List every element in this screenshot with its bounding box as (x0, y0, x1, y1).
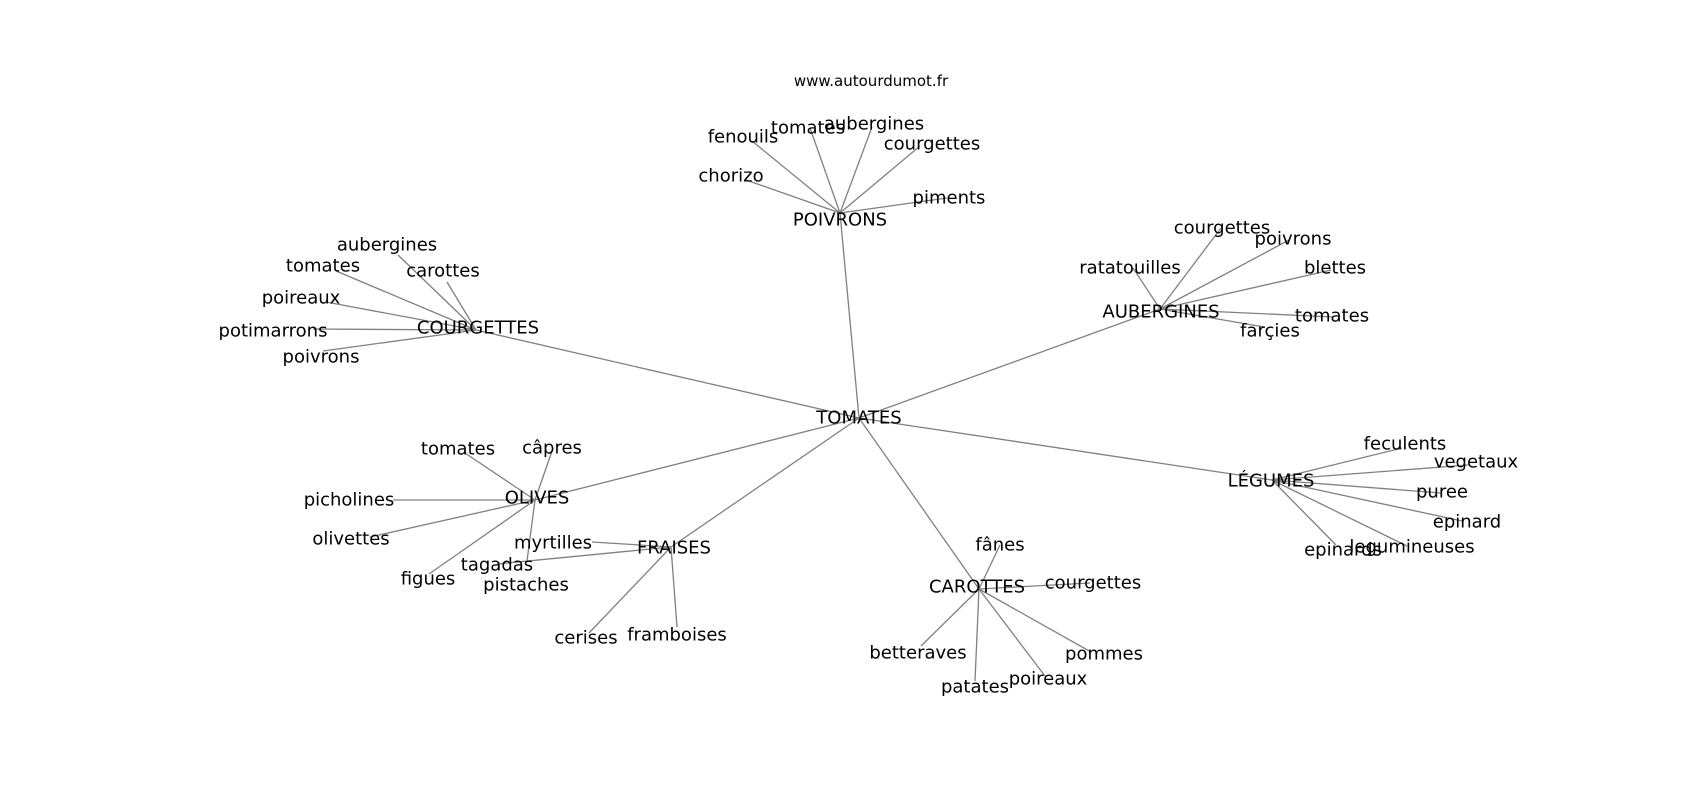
edge-courgettes-word (312, 328, 477, 331)
leaf-word-aubergines: ratatouilles (1079, 258, 1180, 279)
leaf-word-legumes: epinards (1304, 540, 1382, 561)
edge-root-aubergines (858, 308, 1161, 419)
leaf-word-poivrons: chorizo (698, 166, 763, 187)
leaf-word-courgettes: tomates (286, 256, 360, 277)
leaf-word-olives: tomates (421, 439, 495, 460)
edge-fraises-word (591, 541, 672, 548)
leaf-word-aubergines: courgettes (1174, 218, 1270, 239)
edge-legumes-word (1271, 479, 1408, 547)
leaf-word-legumes: puree (1416, 482, 1468, 503)
edge-poivrons-word (839, 145, 921, 214)
hub-node-courgettes: COURGETTES (417, 318, 539, 339)
leaf-word-legumes: legumineuses (1349, 537, 1474, 558)
edge-fraises-word (670, 546, 678, 628)
edge-olives-word (428, 499, 536, 575)
edge-fraises-word (496, 546, 672, 565)
leaf-word-carottes: betteraves (869, 643, 966, 664)
leaf-word-carottes: courgettes (1045, 573, 1141, 594)
edge-carottes-word (920, 588, 980, 647)
edge-root-poivrons (839, 212, 860, 419)
edge-root-legumes (858, 417, 1273, 481)
leaf-word-legumes: epinard (1433, 512, 1501, 533)
edge-courgettes-word (325, 301, 477, 331)
leaf-word-carottes: pommes (1065, 644, 1143, 665)
edge-legumes-word (1271, 447, 1403, 481)
leaf-word-poivrons: piments (913, 188, 986, 209)
hub-node-olives: OLIVES (505, 488, 570, 509)
leaf-word-legumes: vegetaux (1434, 452, 1519, 473)
edge-courgettes-word (397, 254, 477, 331)
hub-node-fraises: FRAISES (637, 538, 711, 559)
edge-root-fraises (670, 417, 860, 548)
leaf-word-courgettes: poireaux (262, 288, 341, 309)
edge-olives-word (534, 450, 553, 501)
edge-carottes-word (978, 588, 1046, 677)
leaf-word-olives: figues (401, 569, 456, 590)
leaf-word-aubergines: poivrons (1255, 229, 1332, 250)
edge-root-carottes (858, 417, 980, 590)
leaf-word-aubergines: farçies (1240, 321, 1300, 342)
leaf-word-carottes: fânes (975, 535, 1024, 556)
edge-courgettes-word (322, 329, 477, 352)
hub-node-aubergines: AUBERGINES (1102, 302, 1219, 323)
edge-poivrons-word (839, 126, 873, 214)
leaf-word-olives: pistaches (483, 575, 569, 596)
leaf-word-aubergines: blettes (1304, 258, 1366, 279)
leaf-word-olives: câpres (522, 438, 582, 459)
labels-layer: TOMATESPOIVRONSchorizofenouilstomatesaub… (219, 114, 1519, 698)
leaf-word-fraises: myrtilles (514, 533, 592, 554)
edge-carottes-word (978, 582, 1091, 590)
edge-legumes-word (1271, 479, 1463, 522)
leaf-word-courgettes: poivrons (283, 347, 360, 368)
edge-legumes-word (1271, 479, 1442, 494)
hub-node-legumes: LÉGUMES (1228, 470, 1315, 492)
leaf-word-fraises: cerises (554, 628, 617, 649)
edge-root-courgettes (475, 329, 860, 419)
leaf-word-olives: picholines (304, 490, 395, 511)
edge-poivrons-word (839, 197, 948, 214)
source-watermark: www.autourdumot.fr (793, 72, 949, 90)
edge-legumes-word (1271, 479, 1337, 546)
edge-aubergines-word (1132, 267, 1161, 310)
edge-carottes-word (978, 588, 1092, 653)
edges-layer (312, 126, 1469, 682)
root-node-label: TOMATES (815, 408, 901, 429)
leaf-word-poivrons: aubergines (824, 114, 924, 135)
edge-aubergines-word (1159, 239, 1290, 310)
edge-courgettes-word (446, 281, 477, 331)
hub-node-poivrons: POIVRONS (793, 210, 887, 231)
leaf-word-poivrons: fenouils (708, 127, 779, 148)
edge-olives-word (369, 499, 536, 538)
leaf-word-fraises: tagadas (461, 555, 533, 576)
hub-node-carottes: CAROTTES (929, 577, 1025, 598)
leaf-word-poivrons: tomates (771, 118, 845, 139)
leaf-word-poivrons: courgettes (884, 134, 980, 155)
leaf-word-fraises: framboises (627, 625, 727, 646)
edge-poivrons-word (751, 140, 841, 214)
leaf-word-olives: olivettes (312, 529, 389, 550)
edge-carottes-word (974, 588, 980, 682)
edge-aubergines-word (1159, 308, 1334, 318)
leaf-word-legumes: feculents (1364, 434, 1447, 455)
edge-aubergines-word (1159, 269, 1332, 310)
edge-poivrons-word (809, 127, 841, 214)
edge-aubergines-word (1159, 308, 1265, 328)
edge-courgettes-word (335, 270, 477, 331)
edge-poivrons-word (745, 179, 841, 214)
edge-carottes-word (978, 544, 1001, 590)
edge-fraises-word (588, 546, 672, 634)
edge-olives-word (526, 499, 536, 562)
leaf-word-carottes: patates (941, 677, 1009, 698)
leaf-word-courgettes: aubergines (337, 235, 437, 256)
leaf-word-courgettes: carottes (406, 261, 480, 282)
edge-legumes-word (1271, 464, 1469, 481)
leaf-word-carottes: poireaux (1009, 669, 1088, 690)
edge-aubergines-word (1159, 227, 1222, 310)
leaf-word-aubergines: tomates (1295, 306, 1369, 327)
leaf-word-courgettes: potimarrons (219, 321, 328, 342)
edge-root-olives (534, 417, 860, 501)
edge-olives-word (464, 452, 536, 501)
